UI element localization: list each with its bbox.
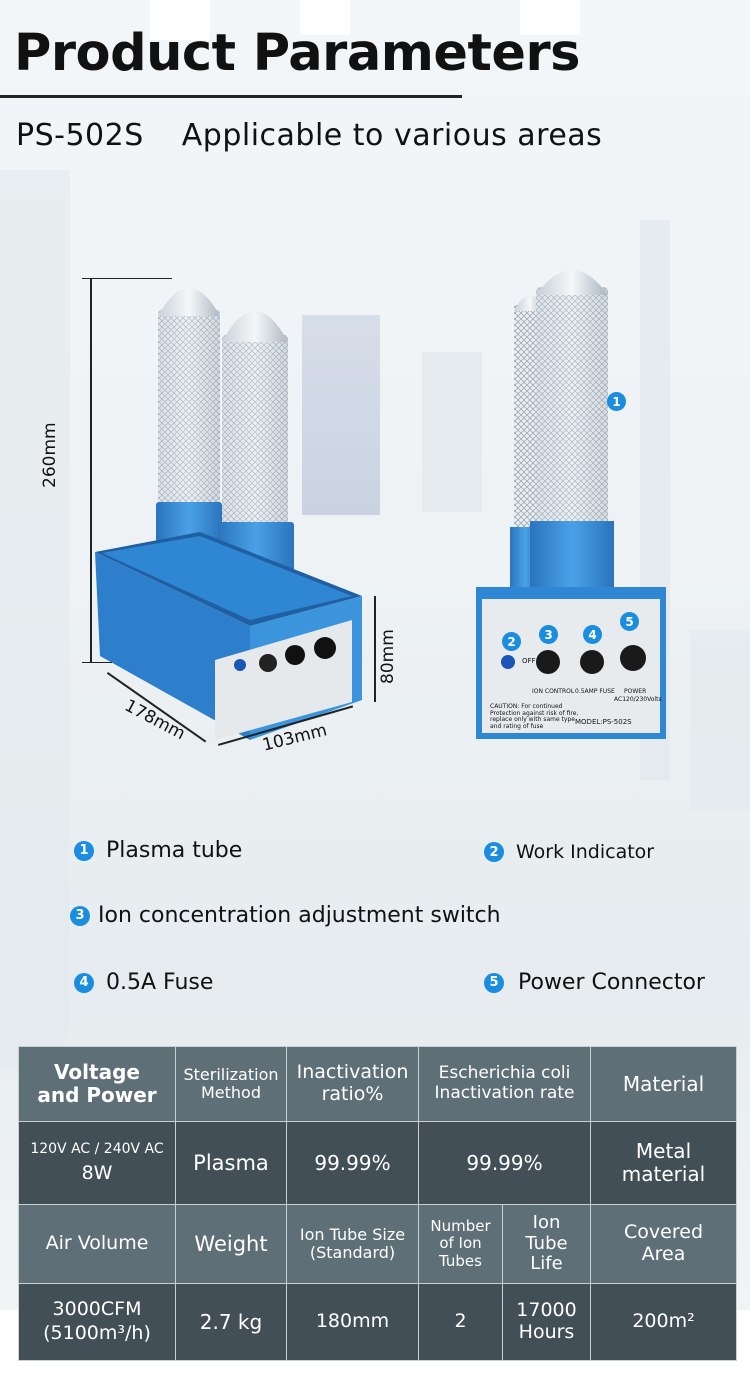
cell-ion-tube-size: 180mm: [286, 1283, 419, 1361]
subtitle-text: Applicable to various areas: [181, 118, 603, 153]
header-sterilization-method: Sterilization Method: [175, 1046, 287, 1122]
callout-3: 3: [539, 625, 558, 644]
callout-4: 4: [583, 625, 602, 644]
legend-number: 1: [74, 840, 94, 861]
height-dimension-tick-bottom: [82, 662, 112, 663]
legend-number: 2: [484, 842, 504, 862]
title-underline: [0, 95, 462, 98]
height-dimension-label: 260mm: [40, 422, 60, 488]
table-row: 120V AC / 240V AC 8W Plasma 99.99% 99.99…: [18, 1121, 738, 1205]
legend-label: Power Connector: [518, 970, 705, 995]
legend-number: 4: [74, 972, 94, 993]
cell-power: 8W: [81, 1162, 113, 1185]
cell-number-of-tubes: 2: [418, 1283, 503, 1361]
device-front-illustration: [476, 270, 666, 739]
device-model-label: MODEL:PS-502S: [575, 718, 632, 726]
cell-air-volume-m3h: (5100m³/h): [43, 1322, 151, 1344]
cell-air-volume-cfm: 3000CFM: [52, 1298, 142, 1321]
legend-label: Ion concentration adjustment switch: [98, 903, 501, 928]
legend-item-ion-switch: 3 Ion concentration adjustment switch: [70, 903, 501, 928]
cell-ion-tube-life: 17000 Hours: [501, 1283, 592, 1361]
table-row: Air Volume Weight Ion Tube Size (Standar…: [18, 1204, 738, 1284]
device-ion-control-label: ION CONTROL: [532, 688, 575, 695]
device-off-label: OFF: [522, 657, 536, 665]
device-fuse-label: 0.5AMP FUSE: [575, 688, 615, 695]
page-subtitle: PS-502S Applicable to various areas: [16, 118, 602, 153]
cell-voltage: 120V AC / 240V AC: [30, 1141, 164, 1158]
header-ion-tube-size: Ion Tube Size (Standard): [286, 1204, 419, 1284]
header-ion-tube-life: Ion Tube Life: [501, 1204, 592, 1284]
header-number-of-tubes: Number of Ion Tubes: [418, 1204, 503, 1284]
height-dimension-tick-top: [82, 278, 172, 279]
cell-voltage-power: 120V AC / 240V AC 8W: [18, 1121, 176, 1205]
base-height-dimension-label: 80mm: [378, 629, 398, 684]
device-caution-label: CAUTION: For continued Protection agains…: [490, 703, 579, 730]
legend-label: 0.5A Fuse: [106, 970, 214, 995]
table-row: Voltage and Power Sterilization Method I…: [18, 1046, 738, 1122]
header-voltage-power: Voltage and Power: [18, 1046, 176, 1122]
table-row: 3000CFM (5100m³/h) 2.7 kg 180mm 2 17000 …: [18, 1283, 738, 1361]
cell-material: Metal material: [590, 1121, 738, 1205]
cell-covered-area: 200m²: [590, 1283, 738, 1361]
legend-item-power-connector: 5 Power Connector: [484, 970, 705, 995]
cell-ecoli-rate: 99.99%: [417, 1121, 592, 1205]
legend-number: 3: [70, 905, 90, 926]
spec-table: Voltage and Power Sterilization Method I…: [18, 1046, 738, 1361]
cell-plasma: Plasma: [175, 1121, 287, 1205]
legend-item-work-indicator: 2 Work Indicator: [484, 841, 654, 863]
legend-item-plasma-tube: 1 Plasma tube: [74, 838, 242, 863]
legend-item-fuse: 4 0.5A Fuse: [74, 970, 213, 995]
header-weight: Weight: [175, 1204, 287, 1284]
header-ecoli-inactivation: Escherichia coli Inactivation rate: [417, 1046, 592, 1122]
header-material: Material: [590, 1046, 738, 1122]
legend-label: Work Indicator: [516, 841, 655, 863]
page-title: Product Parameters: [14, 24, 580, 83]
callout-5: 5: [620, 612, 639, 631]
cell-air-volume: 3000CFM (5100m³/h): [18, 1283, 176, 1361]
legend-label: Plasma tube: [106, 838, 243, 863]
header-inactivation-ratio: Inactivation ratio%: [286, 1046, 419, 1122]
base-height-dimension-line: [374, 596, 376, 702]
cell-weight: 2.7 kg: [175, 1283, 287, 1361]
header-air-volume: Air Volume: [18, 1204, 176, 1284]
callout-1: 1: [607, 392, 626, 411]
legend-number: 5: [484, 972, 504, 993]
model-number: PS-502S: [16, 118, 144, 153]
device-isometric-illustration: [95, 288, 362, 740]
device-power-rating-label: AC120/230Volts: [614, 696, 662, 703]
cell-inactivation-ratio: 99.99%: [286, 1121, 419, 1205]
header-covered-area: Covered Area: [590, 1204, 738, 1284]
device-power-label: POWER: [624, 688, 647, 695]
callout-2: 2: [502, 632, 521, 651]
height-dimension-line: [90, 278, 92, 663]
